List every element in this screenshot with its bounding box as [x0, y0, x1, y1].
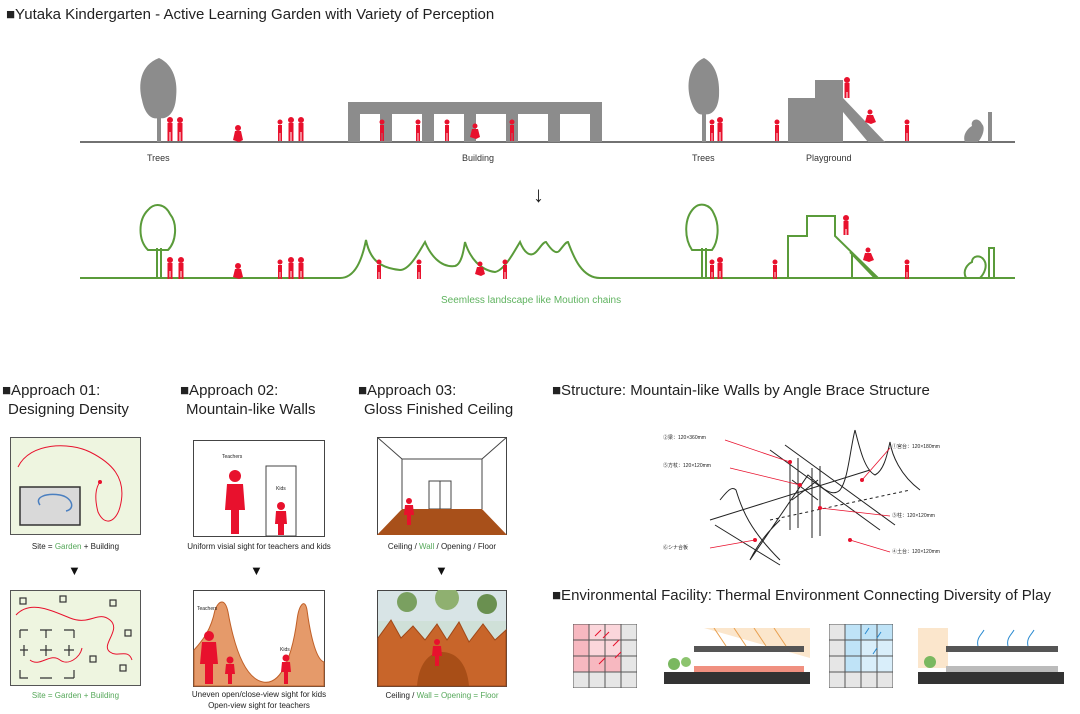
- approach-02-caption-bottom1: Uneven open/close-view sight for kids: [191, 690, 327, 699]
- label-playground: Playground: [806, 153, 852, 163]
- approach-01-caption-top: Site = Garden + Building: [31, 542, 120, 551]
- thermal-grid-warm: [573, 624, 637, 688]
- structure-note-brace: ⑤方杖：120×120mm: [663, 463, 711, 469]
- thermal-section-cool: [918, 628, 1064, 688]
- tree-icon: [688, 58, 720, 142]
- shrub-icon: [964, 112, 992, 142]
- label-kids-bottom: Kids: [280, 647, 290, 653]
- elevation-before: [80, 58, 1015, 143]
- elevation-after: [80, 203, 1015, 279]
- structure-heading: ■Structure: Mountain-like Walls by Angle…: [552, 382, 930, 399]
- ceiling-diagram-top: [377, 437, 507, 535]
- landscape-line: [80, 203, 1015, 279]
- arrow-down-icon: ▼: [68, 563, 81, 578]
- approach-02-caption-top: Uniform visial sight for teachers and ki…: [187, 542, 331, 551]
- structure-note-beam: ②梁：120×360mm: [663, 435, 706, 441]
- structure-note-plywood: ⑥シナ合板: [663, 545, 689, 551]
- label-teachers-bottom: Teachers: [197, 606, 218, 612]
- thermal-grid-cool: [829, 624, 893, 688]
- page-title: ■Yutaka Kindergarten - Active Learning G…: [6, 6, 495, 23]
- playground-icon: [788, 80, 885, 142]
- approach-02-heading: ■Approach 02: Mountain-like Walls: [180, 382, 316, 418]
- structure-note-top: ①宮台：120×180mm: [892, 444, 940, 450]
- approach-01-caption-bottom: Site = Garden + Building: [31, 691, 120, 700]
- arrow-down-icon: ▼: [435, 563, 448, 578]
- label-building: Building: [462, 153, 495, 163]
- density-diagram-top: [10, 437, 141, 535]
- label-teachers-top: Teachers: [222, 454, 243, 460]
- approach-03-caption-top: Ceiling / Wall / Opening / Floor: [387, 542, 497, 551]
- walls-diagram-bottom: [193, 590, 325, 687]
- thermal-section-warm: [664, 628, 810, 688]
- tree-icon: [140, 58, 177, 142]
- ceiling-diagram-bottom: [377, 590, 507, 687]
- environment-heading: ■Environmental Facility: Thermal Environ…: [552, 587, 1051, 604]
- label-trees: Trees: [147, 153, 170, 163]
- approach-03-heading: ■Approach 03: Gloss Finished Ceiling: [358, 382, 514, 418]
- structure-note-column: ③柱：120×120mm: [892, 513, 935, 519]
- label-kids-top: Kids: [276, 486, 286, 492]
- people-group: [167, 77, 910, 142]
- landscape-caption: Seemless landscape like Moution chains: [441, 295, 622, 306]
- label-trees-2: Trees: [692, 153, 715, 163]
- approach-03-caption-bottom: Ceiling / Wall = Opening = Floor: [385, 691, 499, 700]
- people-group-2: [167, 215, 910, 279]
- approach-02-caption-bottom2: Open-view sight for teachers: [208, 701, 310, 710]
- structure-diagram: [709, 429, 921, 566]
- structure-note-base: ④土台：120×120mm: [892, 549, 940, 555]
- building-icon: [348, 102, 602, 142]
- down-arrow-icon: ↓: [533, 182, 544, 207]
- arrow-down-icon: ▼: [250, 563, 263, 578]
- density-diagram-bottom: [10, 590, 141, 686]
- approach-01-heading: ■Approach 01: Designing Density: [2, 382, 129, 418]
- walls-diagram-top: [193, 440, 325, 537]
